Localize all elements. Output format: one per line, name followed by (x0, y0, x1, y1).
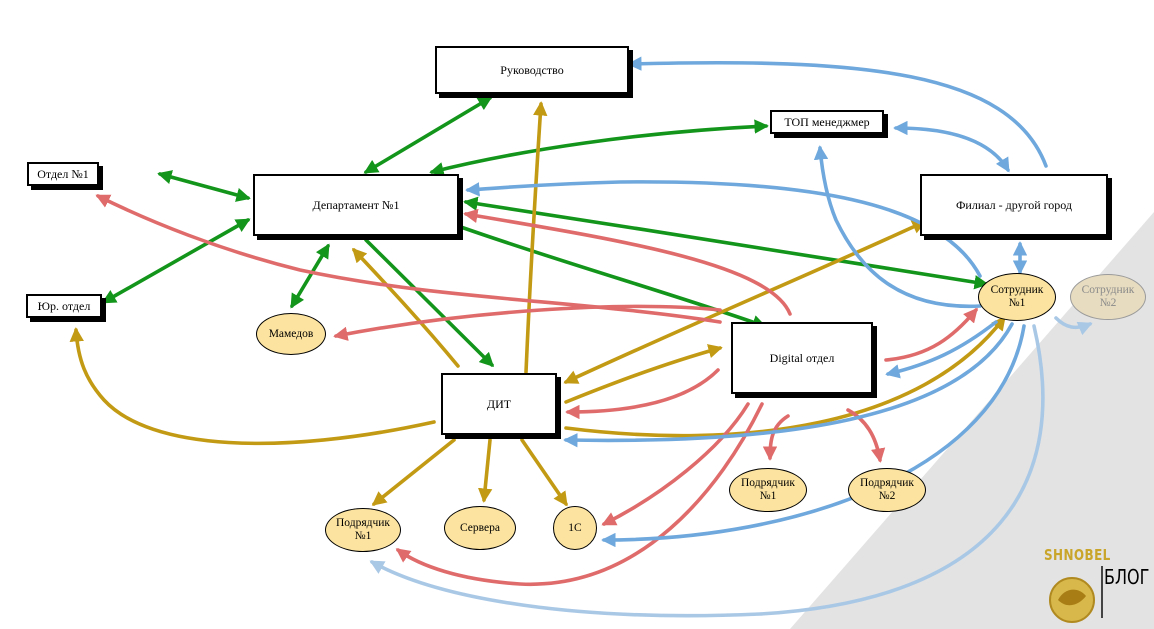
node-sotrudnik1: Сотрудник №1 (978, 273, 1056, 321)
node-mamedov: Мамедов (256, 313, 326, 355)
node-servera: Сервера (444, 506, 516, 550)
logo-sub: БЛОГ (1104, 565, 1150, 589)
node-sotrudnik2: Сотрудник №2 (1070, 274, 1146, 320)
node-rukovodstvo: Руководство (435, 46, 629, 94)
node-podryadchik1-digital: Подрядчик №1 (729, 468, 807, 512)
node-filial: Филиал - другой город (920, 174, 1108, 236)
node-dit: ДИТ (441, 373, 557, 435)
node-digital: Digital отдел (731, 322, 873, 394)
node-podryadchik2-digital: Подрядчик №2 (848, 468, 926, 512)
shnobel-logo-emblem (1049, 566, 1103, 623)
node-podryadchik1-dit: Подрядчик №1 (325, 508, 401, 552)
node-otdel1: Отдел №1 (27, 162, 99, 186)
node-departament1: Департамент №1 (253, 174, 459, 236)
logo-word: SHNOBEL (1044, 546, 1111, 564)
node-1c: 1С (553, 506, 597, 550)
node-top-manager: ТОП менеджмер (770, 110, 884, 134)
node-yur-otdel: Юр. отдел (26, 294, 102, 318)
